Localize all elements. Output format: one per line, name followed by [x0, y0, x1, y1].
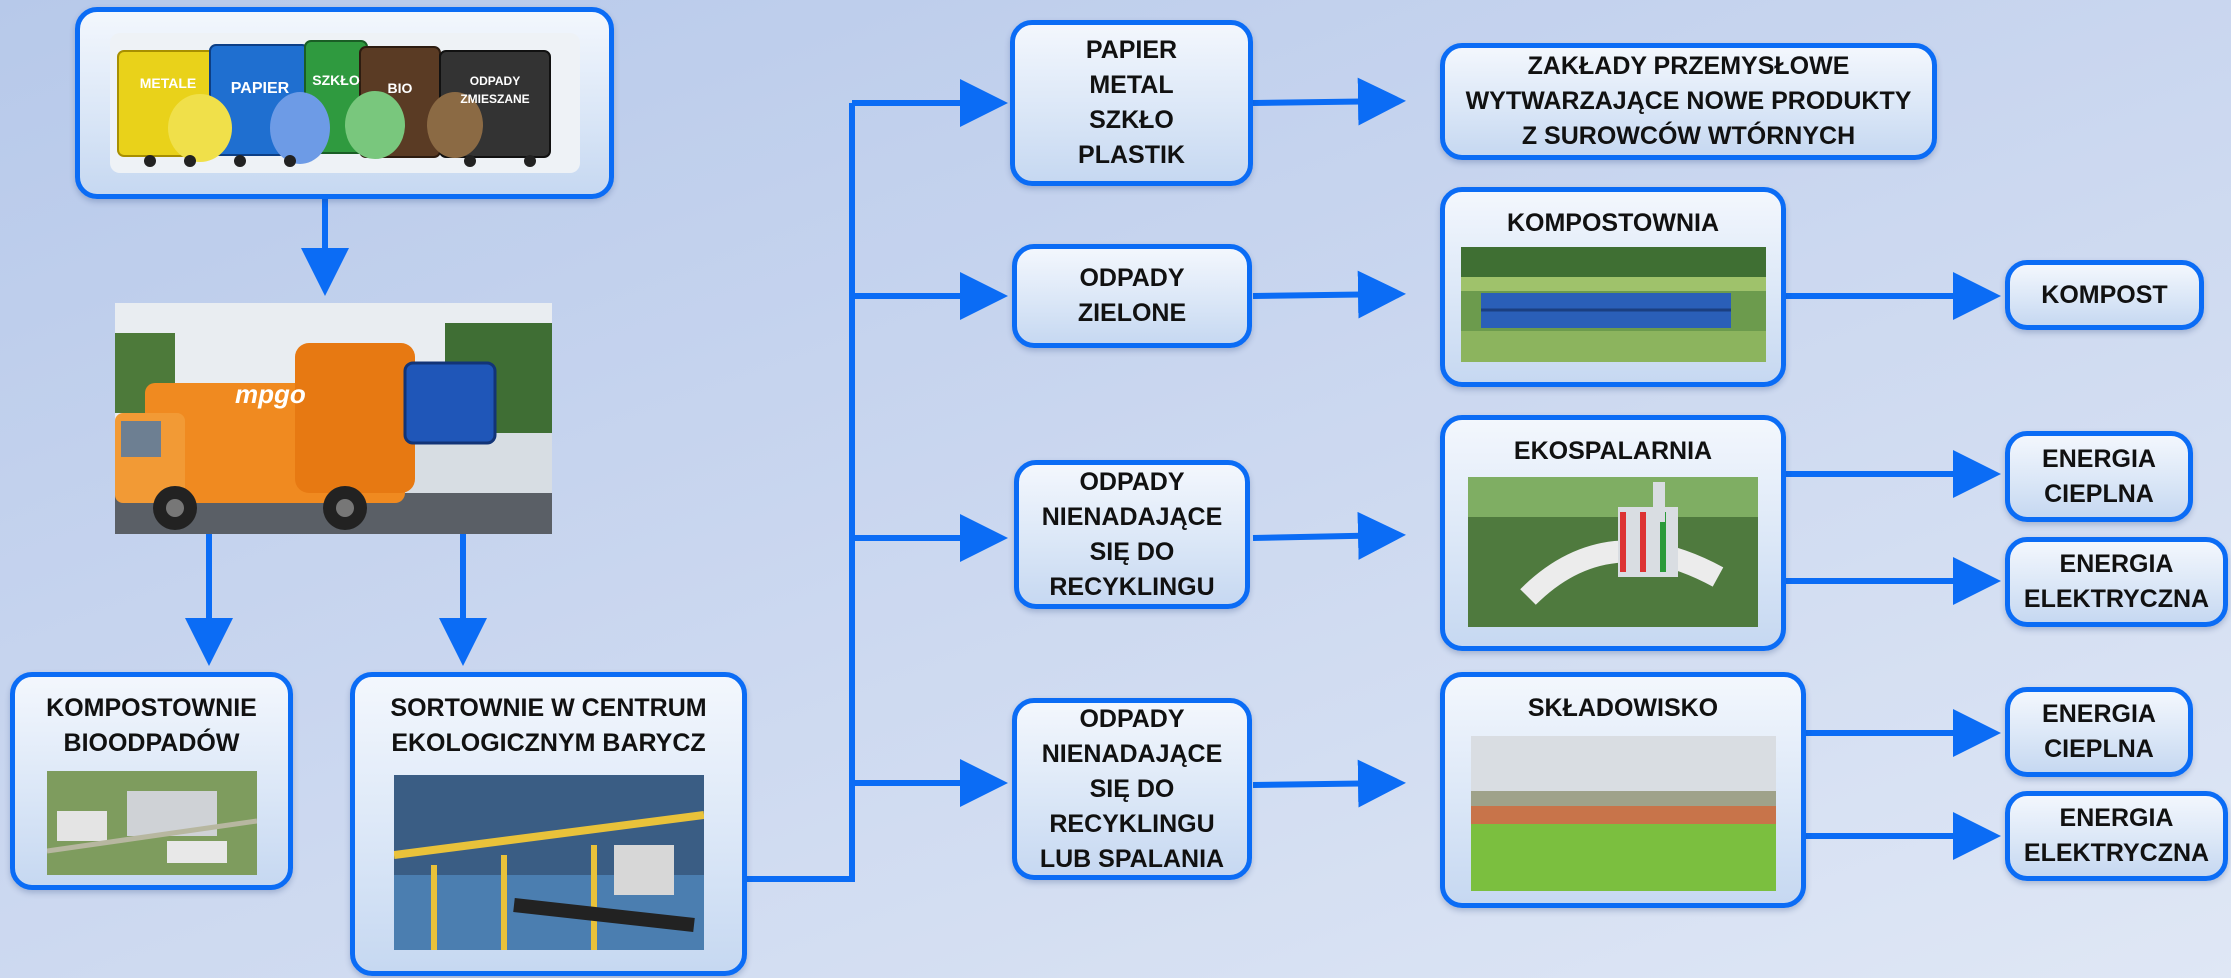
- composting-plants-image: [46, 771, 257, 875]
- industry-title: ZAKŁADY PRZEMYSŁOWE WYTWARZAJĄCE NOWE PR…: [1465, 52, 1912, 150]
- waste-bins-box: METALE PAPIER SZKŁO BIO ODPADY ZMIESZANE: [75, 7, 614, 199]
- landfill-title: SKŁADOWISKO: [1527, 694, 1719, 722]
- waste-bins-image: METALE PAPIER SZKŁO BIO ODPADY ZMIESZANE: [109, 33, 580, 173]
- arrow-to-industry: [1252, 77, 1406, 126]
- trunk-line: [747, 103, 855, 882]
- truck-logo: mpgo: [235, 379, 306, 409]
- output-incinerator-electric: ENERGIA ELEKTRYCZNA: [2005, 537, 2228, 627]
- composting-plants-box: KOMPOSTOWNIE BIOODPADÓW: [10, 672, 293, 890]
- stream-green-waste: ODPADY ZIELONE: [1012, 244, 1252, 348]
- incinerator-image: [1468, 477, 1758, 627]
- bin-label-glass: SZKŁO: [312, 72, 360, 88]
- sorting-plants-box: SORTOWNIE W CENTRUM EKOLOGICZNYM BARYCZ: [350, 672, 747, 976]
- output-incinerator-electric-label: ENERGIA ELEKTRYCZNA: [2023, 550, 2210, 613]
- arrow-to-incinerator: [1252, 511, 1406, 560]
- bin-label-paper: PAPIER: [230, 80, 289, 97]
- composting-plants-title: KOMPOSTOWNIE BIOODPADÓW: [46, 694, 257, 757]
- stream-non-recyclable: ODPADY NIENADAJĄCE SIĘ DO RECYKLINGU: [1014, 460, 1250, 609]
- stream-green-waste-label: ODPADY ZIELONE: [1077, 264, 1187, 327]
- sorting-plants-title: SORTOWNIE W CENTRUM EKOLOGICZNYM BARYCZ: [390, 694, 707, 757]
- arrow-to-compost-plant: [1252, 270, 1406, 319]
- arrow-to-landfill: [1252, 759, 1406, 808]
- stream-recyclables: PAPIER METAL SZKŁO PLASTIK: [1010, 20, 1253, 186]
- output-landfill-heat-label: ENERGIA CIEPLNA: [2042, 700, 2156, 763]
- compost-plant-title: KOMPOSTOWNIA: [1506, 209, 1720, 237]
- compost-plant-box: KOMPOSTOWNIA: [1440, 187, 1786, 387]
- stream-residual: ODPADY NIENADAJĄCE SIĘ DO RECYKLINGU LUB…: [1012, 698, 1252, 880]
- output-landfill-electric-label: ENERGIA ELEKTRYCZNA: [2023, 804, 2210, 867]
- stream-non-recyclable-label: ODPADY NIENADAJĄCE SIĘ DO RECYKLINGU: [1041, 467, 1223, 601]
- output-landfill-electric: ENERGIA ELEKTRYCZNA: [2005, 791, 2228, 881]
- compost-plant-image: [1460, 247, 1766, 362]
- output-incinerator-heat-label: ENERGIA CIEPLNA: [2042, 444, 2156, 508]
- landfill-image: [1470, 736, 1776, 891]
- stream-recyclables-label: PAPIER METAL SZKŁO PLASTIK: [1078, 36, 1185, 169]
- stream-residual-label: ODPADY NIENADAJĄCE SIĘ DO RECYKLINGU LUB…: [1039, 704, 1225, 873]
- industry-box: ZAKŁADY PRZEMYSŁOWE WYTWARZAJĄCE NOWE PR…: [1440, 43, 1937, 160]
- bin-label-mixed: ODPADY: [469, 74, 519, 88]
- incinerator-box: EKOSPALARNIA: [1440, 415, 1786, 651]
- bin-label-bio: BIO: [387, 80, 412, 96]
- svg-text:ZMIESZANE: ZMIESZANE: [460, 92, 529, 106]
- output-compost-label: KOMPOST: [2041, 280, 2168, 309]
- incinerator-title: EKOSPALARNIA: [1513, 437, 1713, 465]
- output-incinerator-heat: ENERGIA CIEPLNA: [2005, 431, 2193, 522]
- sorting-plants-image: [393, 775, 704, 950]
- bin-label-metal: METALE: [139, 75, 196, 91]
- garbage-truck-image: mpgo: [115, 303, 552, 534]
- output-landfill-heat: ENERGIA CIEPLNA: [2005, 687, 2193, 777]
- landfill-box: SKŁADOWISKO: [1440, 672, 1806, 908]
- output-compost: KOMPOST: [2005, 260, 2204, 330]
